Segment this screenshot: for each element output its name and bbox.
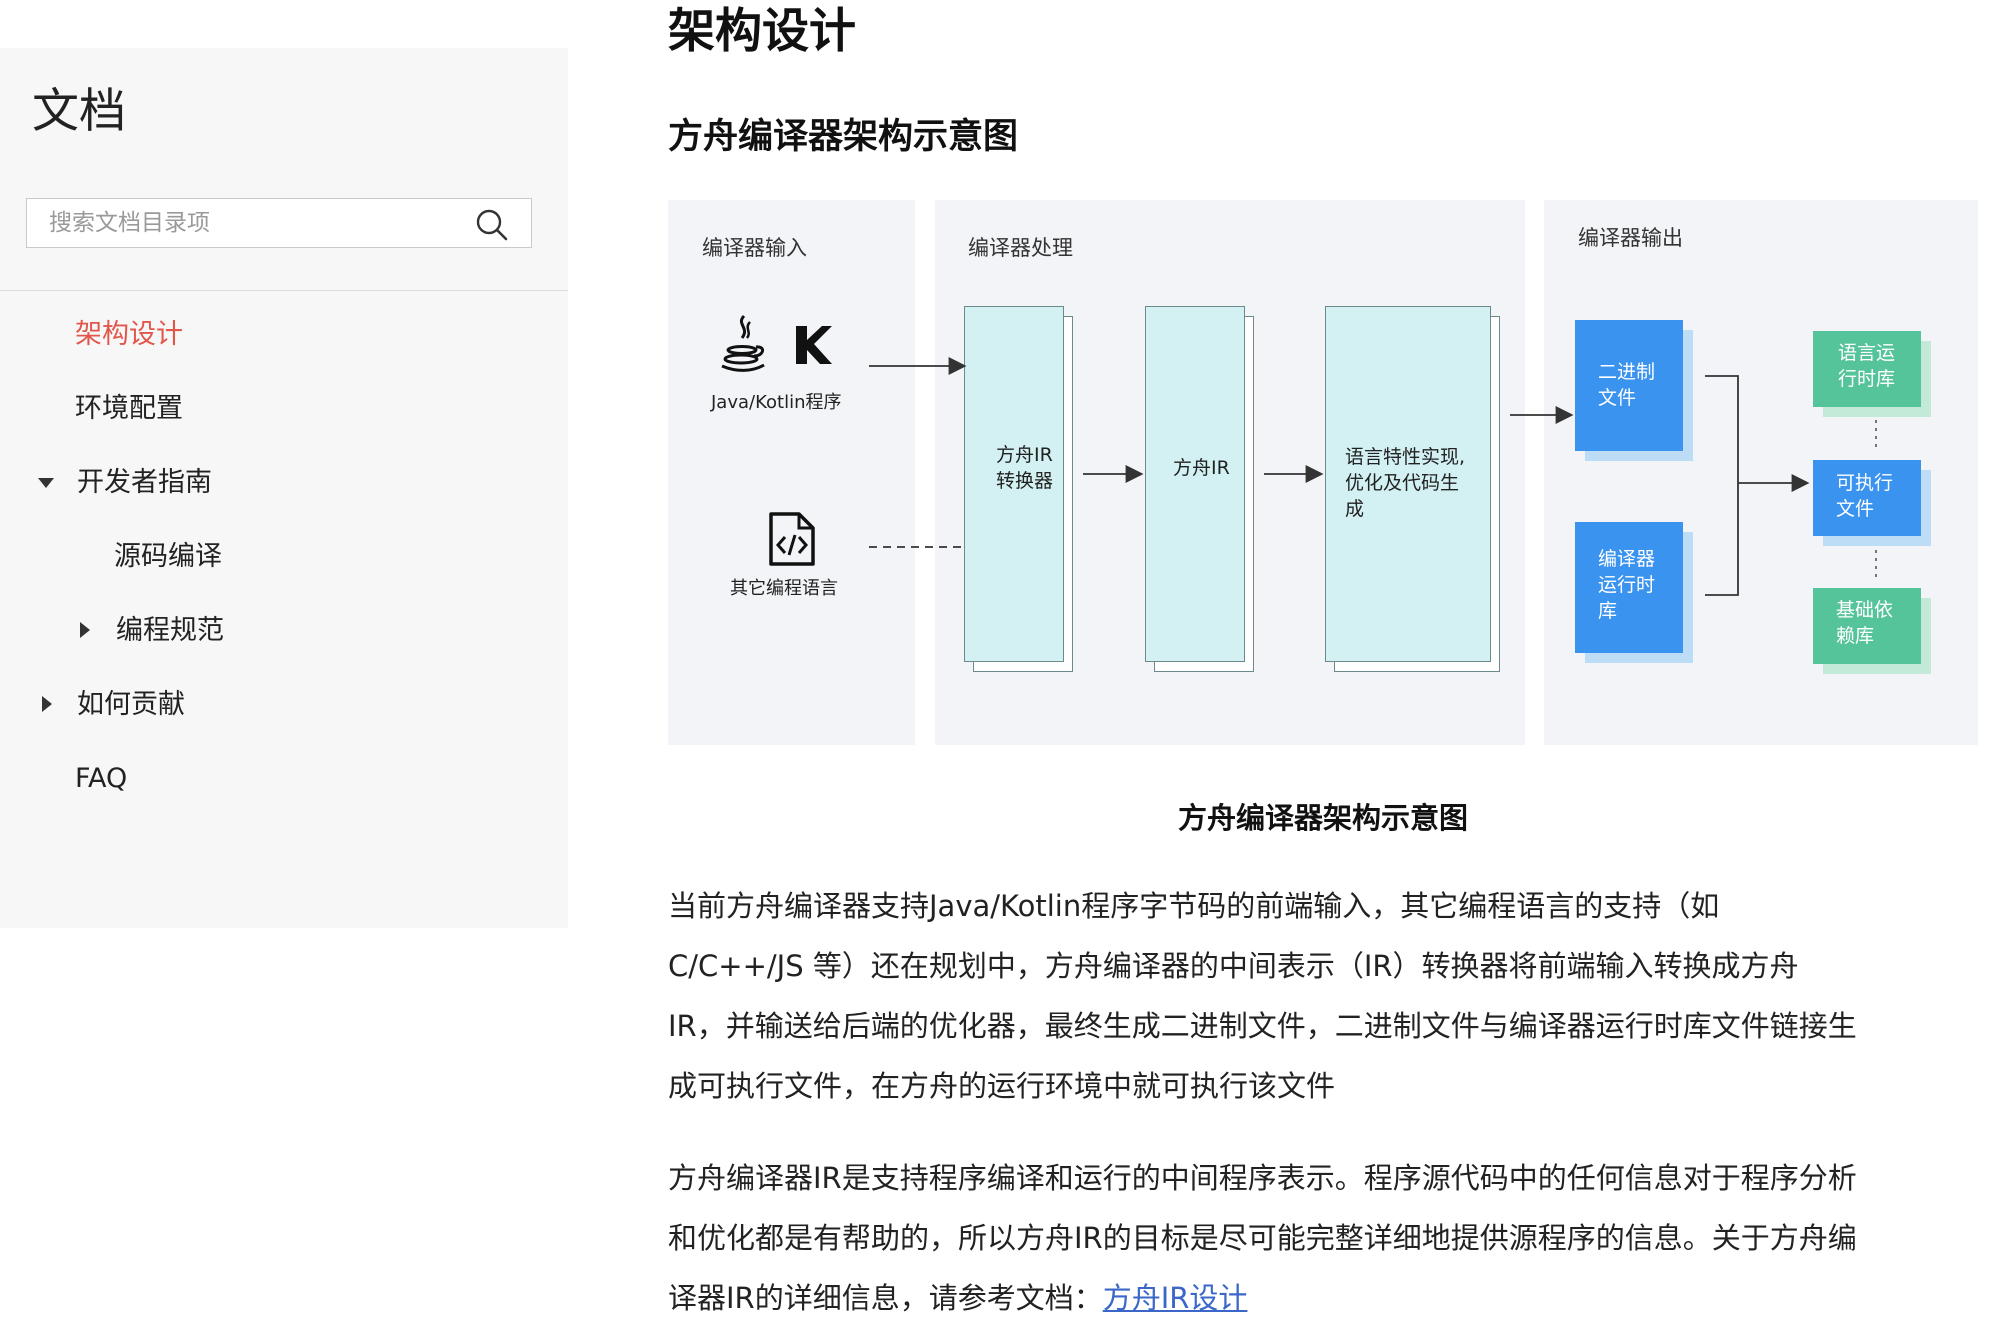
- binary-file-label-2: 文件: [1598, 387, 1637, 409]
- binary-file-box: [1575, 320, 1683, 451]
- ir-converter-label-2: 转换器: [996, 470, 1054, 492]
- paragraph-2-line: 译器IR的详细信息，请参考文档：方舟IR设计: [668, 1268, 1988, 1328]
- caret-down-icon[interactable]: [38, 478, 54, 488]
- caret-right-icon[interactable]: [42, 696, 52, 712]
- optimizer-box: [1325, 306, 1491, 662]
- section-title: 方舟编译器架构示意图: [668, 117, 1019, 157]
- paragraph-2: 方舟编译器IR是支持程序编译和运行的中间程序表示。程序源代码中的任何信息对于程序…: [668, 1148, 1988, 1328]
- paragraph-1-line: 当前方舟编译器支持Java/Kotlin程序字节码的前端输入，其它编程语言的支持…: [668, 889, 1720, 923]
- diagram-connectors: [869, 357, 1877, 596]
- optimizer-label-1: 语言特性实现,: [1345, 446, 1466, 468]
- executable-label-1: 可执行: [1836, 472, 1894, 494]
- diagram-caption: 方舟编译器架构示意图: [1177, 801, 1468, 835]
- sidebar-item-contribute[interactable]: 如何贡献: [77, 689, 185, 720]
- sidebar-title: 文档: [32, 84, 126, 139]
- search-box[interactable]: [26, 198, 532, 248]
- ir-converter-box: [964, 306, 1064, 662]
- executable-label-2: 文件: [1836, 498, 1875, 520]
- runtime-lib-label-1: 编译器: [1598, 548, 1656, 570]
- language-runtime-label-2: 行时库: [1838, 368, 1896, 390]
- paragraph-2-last-text: 译器IR的详细信息，请参考文档：: [668, 1281, 1103, 1315]
- base-lib-box: [1813, 588, 1921, 664]
- input-panel-title: 编译器输入: [702, 236, 807, 260]
- page-title: 架构设计: [668, 4, 856, 59]
- optimizer-label-3: 成: [1345, 498, 1365, 520]
- sidebar-item-developer-guide[interactable]: 开发者指南: [77, 467, 212, 498]
- ir-converter-label-1: 方舟IR: [996, 444, 1053, 466]
- caret-right-icon[interactable]: [80, 622, 90, 638]
- paragraph-2-line: 和优化都是有帮助的，所以方舟IR的目标是尽可能完整详细地提供源程序的信息。关于方…: [668, 1221, 1857, 1255]
- code-file-icon: [769, 512, 815, 566]
- paragraph-1: 当前方舟编译器支持Java/Kotlin程序字节码的前端输入，其它编程语言的支持…: [668, 876, 1988, 1116]
- language-runtime-box: [1813, 331, 1921, 407]
- sidebar-item-coding-style[interactable]: 编程规范: [116, 615, 224, 646]
- search-input[interactable]: [27, 199, 467, 247]
- sidebar-item-faq[interactable]: FAQ: [75, 763, 128, 794]
- paragraph-1-line: 成可执行文件，在方舟的运行环境中就可执行该文件: [668, 1069, 1336, 1103]
- output-panel-title: 编译器输出: [1578, 226, 1683, 250]
- runtime-lib-box: [1575, 522, 1683, 653]
- paragraph-1-line: C/C++/JS 等）还在规划中，方舟编译器的中间表示（IR）转换器将前端输入转…: [668, 949, 1799, 983]
- sidebar-item-architecture[interactable]: 架构设计: [75, 319, 183, 350]
- sidebar-item-source-build[interactable]: 源码编译: [114, 541, 222, 572]
- search-icon[interactable]: [475, 208, 509, 242]
- input-panel: [668, 200, 915, 745]
- executable-box: [1813, 460, 1921, 536]
- optimizer-label-2: 优化及代码生: [1345, 472, 1460, 494]
- other-lang-label: 其它编程语言: [730, 578, 838, 599]
- ark-ir-design-link[interactable]: 方舟IR设计: [1102, 1281, 1248, 1315]
- paragraph-1-line: IR，并输送给后端的优化器，最终生成二进制文件，二进制文件与编译器运行时库文件链…: [668, 1009, 1857, 1043]
- binary-file-label-1: 二进制: [1598, 361, 1656, 383]
- sidebar-item-environment[interactable]: 环境配置: [75, 393, 183, 424]
- runtime-lib-label-3: 库: [1598, 600, 1618, 622]
- language-runtime-label-1: 语言运: [1838, 342, 1896, 364]
- base-lib-label-1: 基础依: [1836, 599, 1894, 621]
- runtime-lib-label-2: 运行时: [1598, 574, 1656, 596]
- ark-ir-box: [1145, 306, 1245, 662]
- java-icon: [721, 314, 765, 372]
- ark-ir-label: 方舟IR: [1173, 457, 1230, 479]
- java-kotlin-label: Java/Kotlin程序: [711, 392, 842, 413]
- paragraph-2-line: 方舟编译器IR是支持程序编译和运行的中间程序表示。程序源代码中的任何信息对于程序…: [668, 1161, 1857, 1195]
- bracket-binary-runtime: [1705, 375, 1739, 596]
- base-lib-label-2: 赖库: [1836, 625, 1875, 647]
- architecture-diagram: 编译器输入 编译器处理 编译器输出 Java/Kotlin程序 其它编程语言 方…: [668, 200, 1978, 745]
- processing-panel-title: 编译器处理: [968, 236, 1073, 260]
- sidebar: 文档 架构设计 环境配置 开发者指南 源码编译 编程规范 如何贡献 FAQ: [0, 48, 568, 928]
- sidebar-divider: [0, 290, 568, 291]
- kotlin-icon: [796, 326, 832, 364]
